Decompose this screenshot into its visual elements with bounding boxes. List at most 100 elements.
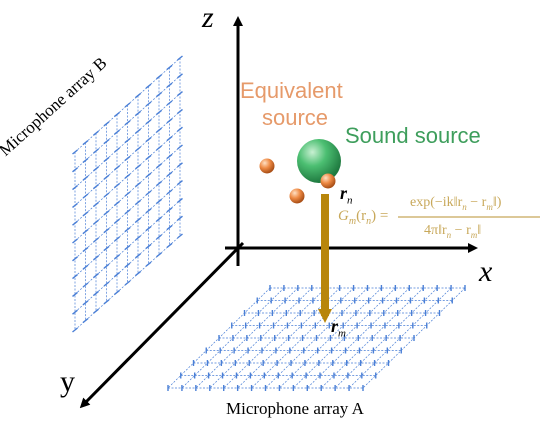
array-b-microphone	[114, 200, 120, 206]
array-b-microphone	[114, 111, 120, 117]
array-b-microphone	[93, 273, 99, 279]
array-b-microphone	[124, 191, 131, 197]
equivalent-source-sphere-2	[320, 173, 336, 189]
formula-numerator-sub-m: m	[486, 201, 493, 212]
array-b-microphone	[166, 136, 173, 142]
microphone-array-b-grid	[72, 55, 183, 333]
array-b-microphone	[124, 102, 131, 108]
array-b-microphone	[156, 234, 162, 240]
formula-denominator-mid: − r	[451, 223, 471, 238]
formula-denominator-start: 4π‖r	[424, 223, 447, 238]
array-b-microphone	[156, 145, 162, 151]
formula-lhs-arg: (r	[356, 208, 367, 224]
array-b-microphone	[166, 242, 173, 248]
array-b-microphone	[103, 263, 110, 269]
array-b-microphone	[145, 101, 152, 107]
array-b-microphone	[114, 236, 120, 242]
array-b-microphone	[124, 227, 131, 233]
array-b-microphone	[156, 163, 162, 169]
array-b-microphone	[166, 100, 173, 106]
array-b-microphone	[135, 182, 141, 188]
array-b-microphone	[82, 246, 89, 252]
array-b-microphone	[82, 175, 89, 181]
array-b-microphone	[145, 172, 152, 178]
array-b-microphone	[93, 148, 99, 154]
array-b-microphone	[177, 162, 183, 168]
array-b-microphone	[103, 245, 110, 251]
formula-numerator-start: exp(−ik‖r	[410, 195, 463, 210]
equivalent-source-sphere-3	[289, 188, 305, 204]
formula-numerator: exp(−ik‖rn − rm‖)	[410, 196, 501, 212]
x-axis-label: x	[479, 255, 493, 288]
array-b-microphone	[135, 128, 141, 134]
array-b-microphone	[114, 147, 120, 153]
array-b-microphone	[145, 243, 152, 249]
array-b-microphone	[72, 185, 78, 191]
array-b-microphone	[82, 157, 89, 163]
array-b-microphone	[72, 238, 78, 244]
array-b-microphone	[135, 110, 141, 116]
r-n-subscript: n	[347, 194, 353, 207]
array-b-microphone	[72, 167, 78, 173]
array-b-microphone	[135, 271, 141, 277]
array-b-microphone	[156, 252, 162, 258]
y-axis-line	[79, 241, 245, 409]
array-b-microphone	[124, 173, 131, 179]
array-b-microphone	[82, 264, 89, 270]
array-b-microphone	[145, 261, 152, 267]
array-b-microphone	[166, 153, 173, 159]
array-b-microphone	[156, 109, 162, 115]
array-b-microphone	[177, 108, 183, 114]
array-b-microphone	[93, 237, 99, 243]
array-b-microphone	[177, 126, 183, 132]
array-b-microphone	[177, 233, 183, 239]
array-b-microphone	[114, 272, 120, 278]
array-b-microphone	[135, 253, 141, 259]
array-b-microphone	[93, 308, 99, 314]
equivalent-source-label-line2: source	[262, 105, 329, 130]
array-b-microphone	[156, 181, 162, 187]
coordinate-axes	[79, 16, 478, 409]
formula-denominator-end: ‖	[477, 223, 482, 238]
array-b-microphone	[177, 215, 183, 221]
array-b-microphone	[82, 140, 89, 146]
array-b-microphone	[103, 139, 110, 145]
microphone-array-a-grid	[167, 285, 466, 391]
formula-denominator-sub-n: n	[446, 229, 452, 240]
formula-lhs: Gm(rn) =	[338, 209, 388, 227]
equivalent-source-sphere-1	[259, 158, 275, 174]
array-b-microphone	[135, 217, 141, 223]
array-b-microphone	[177, 144, 183, 150]
array-b-microphone	[135, 146, 141, 152]
formula-numerator-mid: − r	[466, 195, 487, 210]
array-b-microphone	[177, 55, 183, 61]
array-b-microphone	[114, 183, 120, 189]
array-b-microphone	[72, 274, 78, 280]
r-m-symbol: r	[331, 316, 339, 336]
array-b-microphone	[82, 193, 89, 199]
array-b-microphone	[72, 149, 78, 155]
array-b-microphone	[103, 299, 110, 305]
array-b-microphone	[103, 121, 110, 127]
formula-denominator: 4π‖rn − rm‖	[424, 224, 481, 240]
formula-g-subscript: m	[348, 216, 357, 227]
array-b-microphone	[124, 262, 131, 268]
array-b-microphone	[145, 154, 152, 160]
array-b-microphone	[166, 207, 173, 213]
array-b-microphone	[124, 209, 131, 215]
array-b-microphone	[114, 165, 120, 171]
array-b-microphone	[72, 256, 78, 262]
array-b-microphone	[145, 208, 152, 214]
r-n-symbol: r	[340, 183, 348, 203]
array-b-microphone	[156, 198, 162, 204]
equivalent-source-label-line1: Equivalent	[240, 78, 343, 103]
array-b-microphone	[145, 119, 152, 125]
array-b-microphone	[145, 226, 152, 232]
array-b-microphone	[103, 210, 110, 216]
formula-lhs-close: ) =	[371, 208, 389, 224]
array-b-microphone	[82, 229, 89, 235]
array-b-microphone	[72, 291, 78, 297]
array-b-microphone	[124, 155, 131, 161]
array-b-microphone	[177, 197, 183, 203]
